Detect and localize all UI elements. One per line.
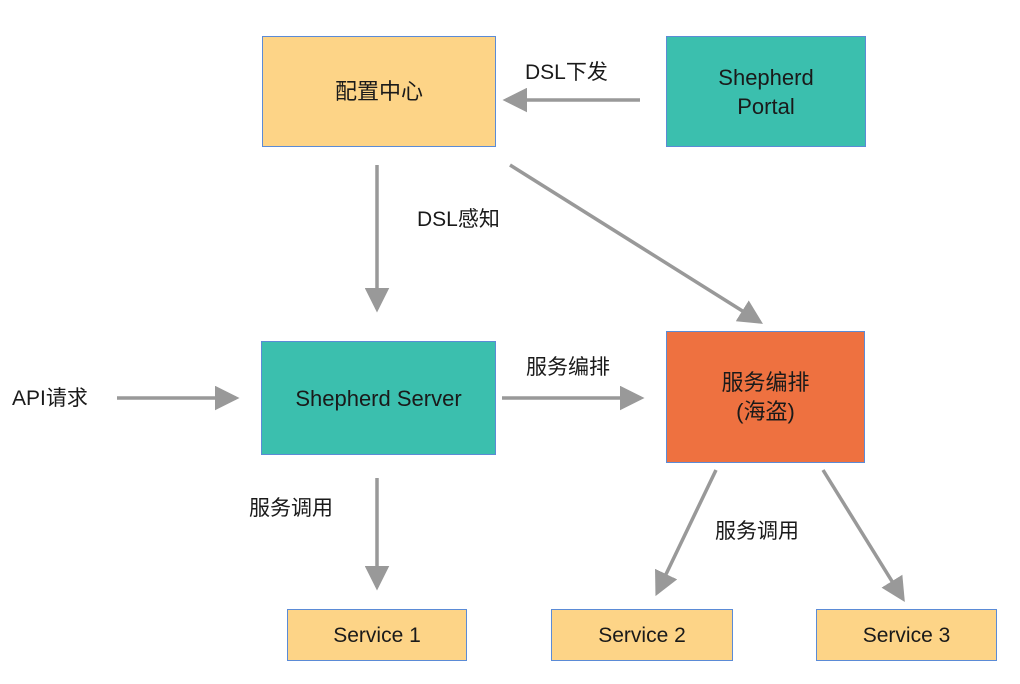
orchestration-label-line1: 服务编排 <box>721 370 810 395</box>
arrow-config-to-orchestration <box>509 163 763 324</box>
config-center-node: 配置中心 <box>262 36 496 147</box>
service-3-label: Service 3 <box>862 623 951 647</box>
service-2-node: Service 2 <box>551 609 733 661</box>
service-2-label: Service 2 <box>598 623 686 647</box>
config-center-label: 配置中心 <box>334 79 423 104</box>
shepherd-portal-label-line1: Shepherd <box>718 64 814 90</box>
shepherd-server-node: Shepherd Server <box>261 341 496 455</box>
shepherd-portal-node: Shepherd Portal <box>666 36 866 147</box>
service-3-node: Service 3 <box>816 609 997 661</box>
shepherd-server-label: Shepherd Server <box>295 385 462 411</box>
edge-label-orchestrate: 服务编排 <box>526 356 610 379</box>
edge-label-invoke-right: 服务调用 <box>715 520 799 543</box>
arrow-orchestration-to-service3 <box>821 469 905 602</box>
orchestration-node: 服务编排 (海盗) <box>666 331 865 463</box>
shepherd-portal-label-line2: Portal <box>737 93 795 119</box>
arrow-orchestration-to-service2 <box>655 469 718 597</box>
edge-label-dsl-push: DSL下发 <box>525 61 608 84</box>
service-1-label: Service 1 <box>333 623 421 647</box>
orchestration-label-line2: (海盗) <box>736 399 795 424</box>
edge-label-dsl-sense: DSL感知 <box>417 208 500 231</box>
edge-label-api-request: API请求 <box>12 387 88 410</box>
service-1-node: Service 1 <box>287 609 467 661</box>
edge-label-invoke-left: 服务调用 <box>249 497 333 520</box>
